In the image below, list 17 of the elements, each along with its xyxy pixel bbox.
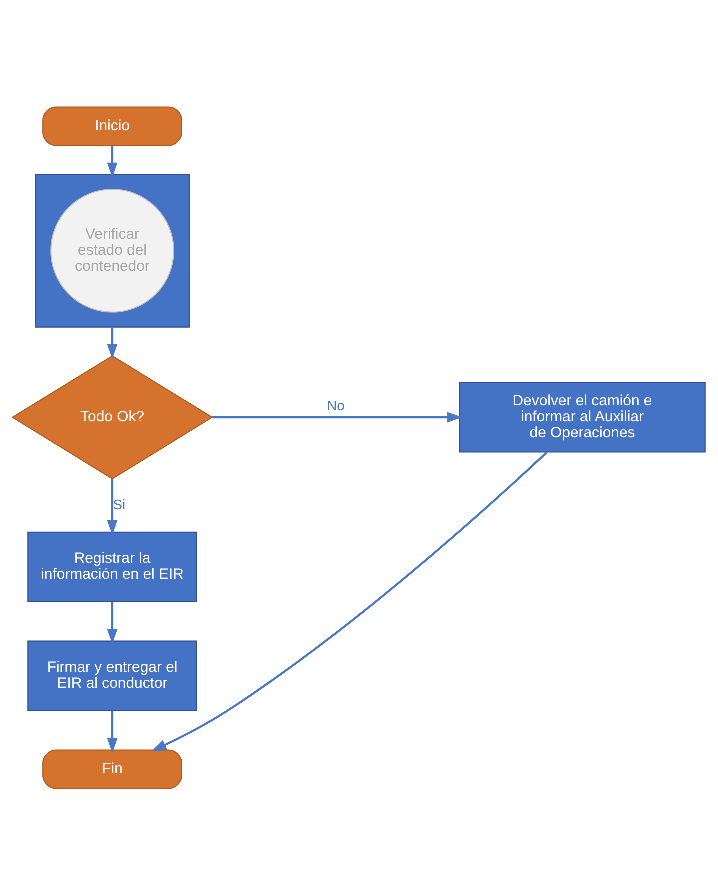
arrow — [107, 146, 118, 178]
edge-label: No — [327, 397, 345, 414]
edge-label: Si — [113, 496, 126, 512]
arrow — [107, 710, 118, 753]
arrow — [107, 326, 118, 359]
node-box: Devolver el camión e informar al Auxiliar de Operaciones — [459, 382, 706, 452]
arrow — [152, 451, 548, 752]
node-circle: Verificar estado del contenedor — [50, 188, 174, 312]
node-box: Registrar la información en el EIR — [28, 531, 198, 602]
node-diamond: Todo Ok? — [12, 355, 214, 480]
arrow — [107, 478, 118, 535]
cluster — [35, 174, 190, 328]
node-box: Firmar y entregar el EIR al conductor — [28, 640, 198, 711]
arrow — [107, 601, 118, 644]
node-box: Fin — [42, 749, 182, 789]
arrow — [212, 412, 462, 422]
node-box: Inicio — [42, 106, 182, 146]
